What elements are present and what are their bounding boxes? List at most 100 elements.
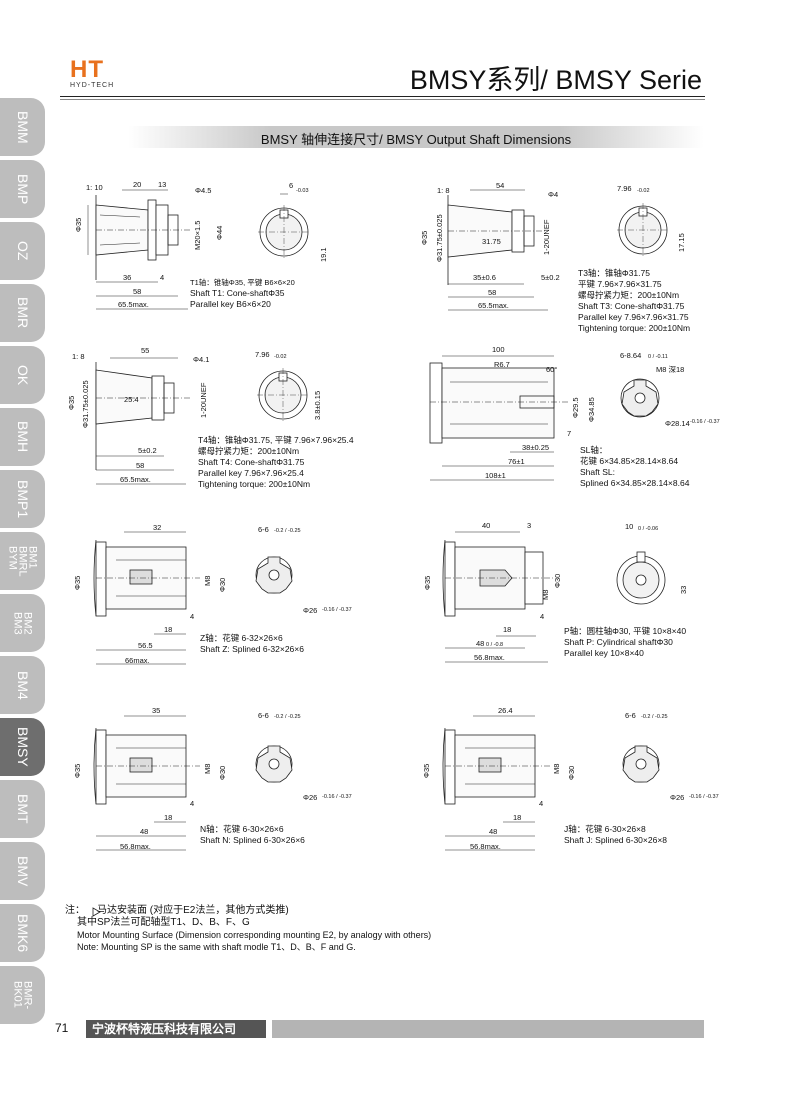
dim-sl-m8: M8 深18 [656,365,684,374]
dim-p-4: 4 [540,612,544,621]
dim-t1-taper: 1: 10 [86,183,103,192]
dim-t3-655: 65.5max. [478,301,509,310]
caption-sl-line2: 花键 6×34.85×28.14×8.64 [580,456,678,466]
side-tab-oz[interactable]: OZ [0,222,45,280]
dim-t3-phi4: Φ4 [548,190,558,199]
caption-p-line3: Parallel key 10×8×40 [564,648,644,658]
dim-t1-655: 65.5max. [118,300,149,309]
drawing-n: 35 Φ35 M8 Φ30 4 18 48 56.8max. 6-6 -0.2 … [73,706,352,851]
caption-t4-line3: Shaft T4: Cone-shaftΦ31.75 [198,457,305,467]
dim-sl-76: 76±1 [508,457,525,466]
caption-t1-line3: Parallel key B6×6×20 [190,299,271,309]
dim-t1-13: 13 [158,180,166,189]
dim-t4-phi41: Φ4.1 [193,355,209,364]
caption-sl-line1: SL轴： [580,445,607,455]
dim-t3-unef: 1-20UNEF [542,219,551,255]
dim-n-phi26: Φ26 [303,793,317,802]
side-tab-bm1[interactable]: BM1 BMRL BYM [0,532,45,590]
drawing-t3: 1: 8 54 Φ4 Φ35 Φ31.75±0.025 31.75 1-20UN… [420,181,686,311]
dim-j-48: 48 [489,827,497,836]
dim-sl-top-tol: 0 / -0.11 [648,354,668,360]
note-line1: 马达安装面 (对应于E2法兰，其他方式类推) [97,905,289,916]
caption-t3-line4: Shaft T3: Cone-shaftΦ31.75 [578,301,685,311]
dim-n-35: 35 [152,706,160,715]
dim-z-565: 56.5 [138,641,153,650]
side-tab-bm2[interactable]: BM2 BM3 [0,594,45,652]
dim-p-key-tol: 0 / -0.06 [638,526,658,532]
dim-j-264: 26.4 [498,706,513,715]
company-name: 宁波杯特液压科技有限公司 [86,1020,266,1038]
side-tab-bmr[interactable]: BMR [0,284,45,342]
dim-n-48: 48 [140,827,148,836]
mounting-surface-icon [92,907,101,917]
dim-p-key: 10 [625,522,633,531]
drawing-j: 26.4 Φ35 M8 Φ30 4 18 48 56.8max. 6-6 -0.… [422,706,719,851]
dim-j-spline-tol: -0.2 / -0.25 [641,714,668,720]
dim-n-568: 56.8max. [120,842,151,851]
caption-sl-line3: Shaft SL: [580,467,615,477]
dim-t3-5: 5±0.2 [541,273,560,282]
dim-t4-5: 5±0.2 [138,446,157,455]
dim-z-phi30: Φ30 [218,578,227,592]
side-tab-bmm[interactable]: BMM [0,98,45,156]
dim-j-phi30: Φ30 [567,766,576,780]
caption-t4-line1: T4轴：锥轴Φ31.75, 平键 7.96×7.96×25.4 [198,435,354,445]
dim-t1-phi35: Φ35 [74,218,83,232]
dim-t3-phi3175: Φ31.75±0.025 [435,214,444,262]
dim-sl-108: 108±1 [485,471,506,480]
side-tab-bmh[interactable]: BMH [0,408,45,466]
side-tab-bmsy[interactable]: BMSY [0,718,45,776]
dim-n-phi30: Φ30 [218,766,227,780]
dim-t4-key-tol: -0.02 [274,354,287,360]
dim-j-phi26-tol: -0.16 / -0.37 [689,794,719,800]
title-divider-secondary [60,99,705,100]
side-tab-bmt[interactable]: BMT [0,780,45,838]
dim-j-phi26: Φ26 [670,793,684,802]
caption-t3-line6: Tightening torque: 200±10Nm [578,323,690,333]
dim-t1-m20: M20×1.5 [193,221,202,250]
caption-t4-line5: Tightening torque: 200±10Nm [198,479,310,489]
caption-t3-line5: Parallel key 7.96×7.96×31.75 [578,312,689,322]
dim-n-spline-tol: -0.2 / -0.25 [274,714,301,720]
note-line3: Motor Mounting Surface (Dimension corres… [77,930,432,940]
caption-n-line1: N轴：花键 6-30×26×6 [200,824,284,834]
dim-p-m8: M8 [541,590,550,600]
dim-z-66: 66max. [125,656,150,665]
note-line4: Note: Mounting SP is the same with shaft… [77,942,356,952]
dim-n-phi26-tol: -0.16 / -0.37 [322,794,352,800]
caption-z-line1: Z轴：花键 6-32×26×6 [200,633,283,643]
dim-j-4: 4 [539,799,543,808]
footnote: 注：马达安装面 (对应于E2法兰，其他方式类推) 其中SP法兰可配轴型T1、D、… [65,905,431,953]
side-tab-bmk6[interactable]: BMK6 [0,904,45,962]
dim-z-4: 4 [190,612,194,621]
dim-t1-36: 36 [123,273,131,282]
dim-p-48-tol: 0 / -0.8 [486,642,503,648]
dim-t4-254: 25.4 [124,395,139,404]
drawing-z: 32 Φ35 M8 Φ30 4 18 56.5 66max. 6-6 -0.2 … [73,523,352,665]
caption-t4-line2: 螺母拧紧力矩：200±10Nm [198,446,299,456]
logo-subtext: HYD-TECH [70,82,115,89]
note-label: 注： [65,905,85,916]
title-divider [60,96,705,97]
dim-j-spline: 6-6 [625,711,636,720]
dim-sl-phi2814-tol: -0.16 / -0.37 [690,419,720,425]
dim-t3-54: 54 [496,181,504,190]
side-tab-bmr-bk01[interactable]: BMR- BK01 [0,966,45,1024]
dim-sl-7: 7 [567,429,571,438]
side-tab-bmp1[interactable]: BMP1 [0,470,45,528]
dim-j-phi35: Φ35 [422,764,431,778]
dim-p-568: 56.8max. [474,653,505,662]
dim-t3-35: 35±0.6 [473,273,496,282]
drawing-p: 40 3 Φ35 M8 Φ30 4 18 48 0 / -0.8 56.8max… [423,521,688,663]
series-side-tabs: BMM BMP OZ BMR OK BMH BMP1 BM1 BMRL BYM … [0,98,45,1028]
side-tab-ok[interactable]: OK [0,346,45,404]
dim-t1-191: 19.1 [319,247,328,262]
dim-sl-phi2814: Φ28.14 [665,419,690,428]
dim-t3-phi35: Φ35 [420,231,429,245]
dim-t3-taper: 1: 8 [437,186,450,195]
side-tab-bmv[interactable]: BMV [0,842,45,900]
dim-z-phi26: Φ26 [303,606,317,615]
side-tab-bmp[interactable]: BMP [0,160,45,218]
dim-z-m8: M8 [203,576,212,586]
side-tab-bm4[interactable]: BM4 [0,656,45,714]
